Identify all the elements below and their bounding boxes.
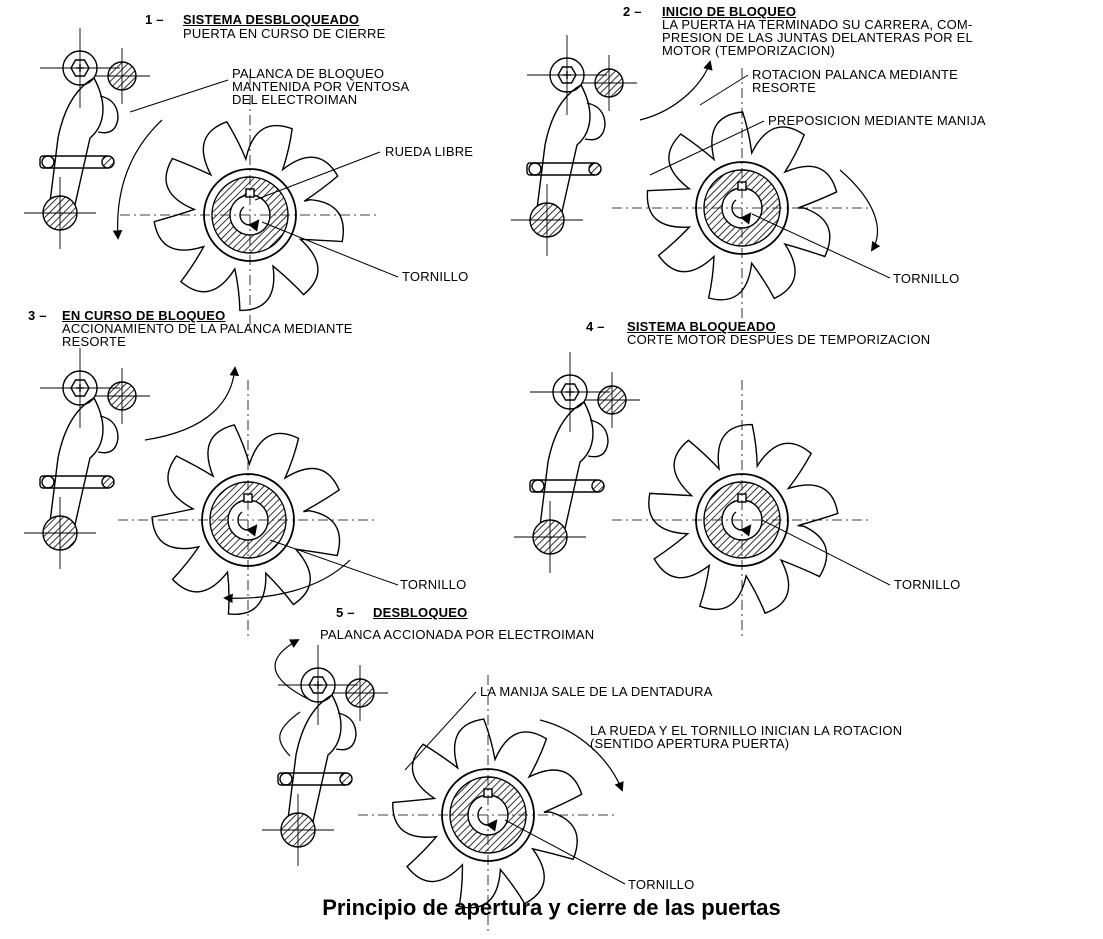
step-5-label-handle: LA MANIJA SALE DE LA DENTADURA — [480, 684, 713, 699]
rotation-arrow — [239, 206, 260, 232]
roller-arm — [39, 475, 111, 489]
step-1-label-wheel: RUEDA LIBRE — [385, 144, 474, 159]
roller-arm — [39, 155, 111, 169]
lever-cam — [97, 415, 119, 454]
step-2-heading: INICIO DE BLOQUEO — [662, 4, 797, 19]
handle-pin — [339, 772, 353, 786]
step-3-number: 3 – — [28, 308, 47, 323]
leader-line — [269, 539, 399, 586]
handle-pin — [101, 475, 115, 489]
step-2-label-screw: TORNILLO — [893, 271, 960, 286]
step-3-heading: EN CURSO DE BLOQUEO — [62, 308, 226, 323]
ratchet-wheel — [151, 424, 341, 615]
step-1-label-lever: PALANCA DE BLOQUEO — [232, 66, 385, 81]
ratchet-wheel — [648, 423, 839, 615]
step-2-label-rotation: ROTACION PALANCA MEDIANTE — [752, 67, 959, 82]
step-4-heading: SISTEMA BLOQUEADO — [627, 319, 776, 334]
step-3-label-screw: TORNILLO — [400, 577, 467, 592]
step-2-desc: LA PUERTA HA TERMINADO SU CARRERA, COM- — [662, 17, 973, 32]
lever-cam — [335, 712, 357, 751]
roller-pivot — [279, 772, 293, 786]
roller-arm — [277, 772, 349, 786]
step-2-label-preposition: PREPOSICION MEDIANTE MANIJA — [768, 113, 986, 128]
leader-line — [649, 120, 765, 176]
step-5-label-rotation: (SENTIDO APERTURA PUERTA) — [590, 736, 790, 751]
rotation-arrow — [477, 806, 498, 832]
rotation-direction-arrow — [223, 559, 351, 604]
roller-pivot — [528, 162, 542, 176]
lever-cam — [97, 95, 119, 134]
rotation-arrow — [731, 199, 752, 225]
roller-pivot — [41, 155, 55, 169]
rotation-arrow — [237, 511, 258, 537]
leader-line — [699, 74, 749, 106]
rotation-direction-arrow — [279, 711, 301, 757]
step-4-desc: CORTE MOTOR DESPUES DE TEMPORIZACION — [627, 332, 931, 347]
handle-pin — [588, 162, 602, 176]
ratchet-wheel — [646, 111, 838, 301]
leader-line — [504, 819, 626, 885]
step-1-heading: SISTEMA DESBLOQUEADO — [183, 12, 360, 27]
lever-cam — [584, 102, 606, 141]
step-5-number: 5 – — [336, 605, 355, 620]
leader-line — [751, 213, 891, 279]
step-5-label-screw: TORNILLO — [628, 877, 695, 892]
diagram-title: Principio de apertura y cierre de las pu… — [322, 895, 781, 920]
step-1-label-lever: MANTENIDA POR VENTOSA — [232, 79, 410, 94]
leader-line — [261, 221, 399, 278]
rotation-arrow — [731, 511, 752, 537]
step-3-desc: RESORTE — [62, 334, 127, 349]
rotation-direction-arrow — [274, 639, 311, 701]
rotation-direction-arrow — [112, 119, 163, 240]
step-2-desc: MOTOR (TEMPORIZACION) — [662, 43, 835, 58]
leader-line — [761, 519, 891, 586]
roller-arm — [529, 479, 601, 493]
rotation-direction-arrow — [639, 60, 713, 121]
ratchet-wheel — [392, 718, 583, 909]
rotation-direction-arrow — [144, 366, 240, 441]
step-1-label-screw: TORNILLO — [402, 269, 469, 284]
leader-line — [129, 79, 229, 113]
roller-pivot — [531, 479, 545, 493]
step-5-desc: PALANCA ACCIONADA POR ELECTROIMAN — [320, 627, 595, 642]
rotation-direction-arrow — [839, 169, 881, 252]
step-4-number: 4 – — [586, 319, 605, 334]
step-3-desc: ACCIONAMIENTO DE LA PALANCA MEDIANTE — [62, 321, 353, 336]
rotation-direction-arrow — [539, 719, 624, 792]
leader-line — [254, 151, 381, 201]
ratchet-wheel — [153, 120, 344, 312]
step-1-desc: PUERTA EN CURSO DE CIERRE — [183, 26, 386, 41]
roller-arm — [526, 162, 598, 176]
step-4-label-screw: TORNILLO — [894, 577, 961, 592]
step-1-number: 1 – — [145, 12, 164, 27]
roller-pivot — [41, 475, 55, 489]
lever-cam — [587, 419, 609, 458]
leader-line — [404, 691, 477, 771]
step-2-label-rotation: RESORTE — [752, 80, 817, 95]
step-5-label-rotation: LA RUEDA Y EL TORNILLO INICIAN LA ROTACI… — [590, 723, 903, 738]
step-1-label-lever: DEL ELECTROIMAN — [232, 92, 358, 107]
handle-pin — [591, 479, 605, 493]
step-2-number: 2 – — [623, 4, 642, 19]
step-5-heading: DESBLOQUEO — [373, 605, 468, 620]
step-2-desc: PRESION DE LAS JUNTAS DELANTERAS POR EL — [662, 30, 973, 45]
handle-pin — [101, 155, 115, 169]
